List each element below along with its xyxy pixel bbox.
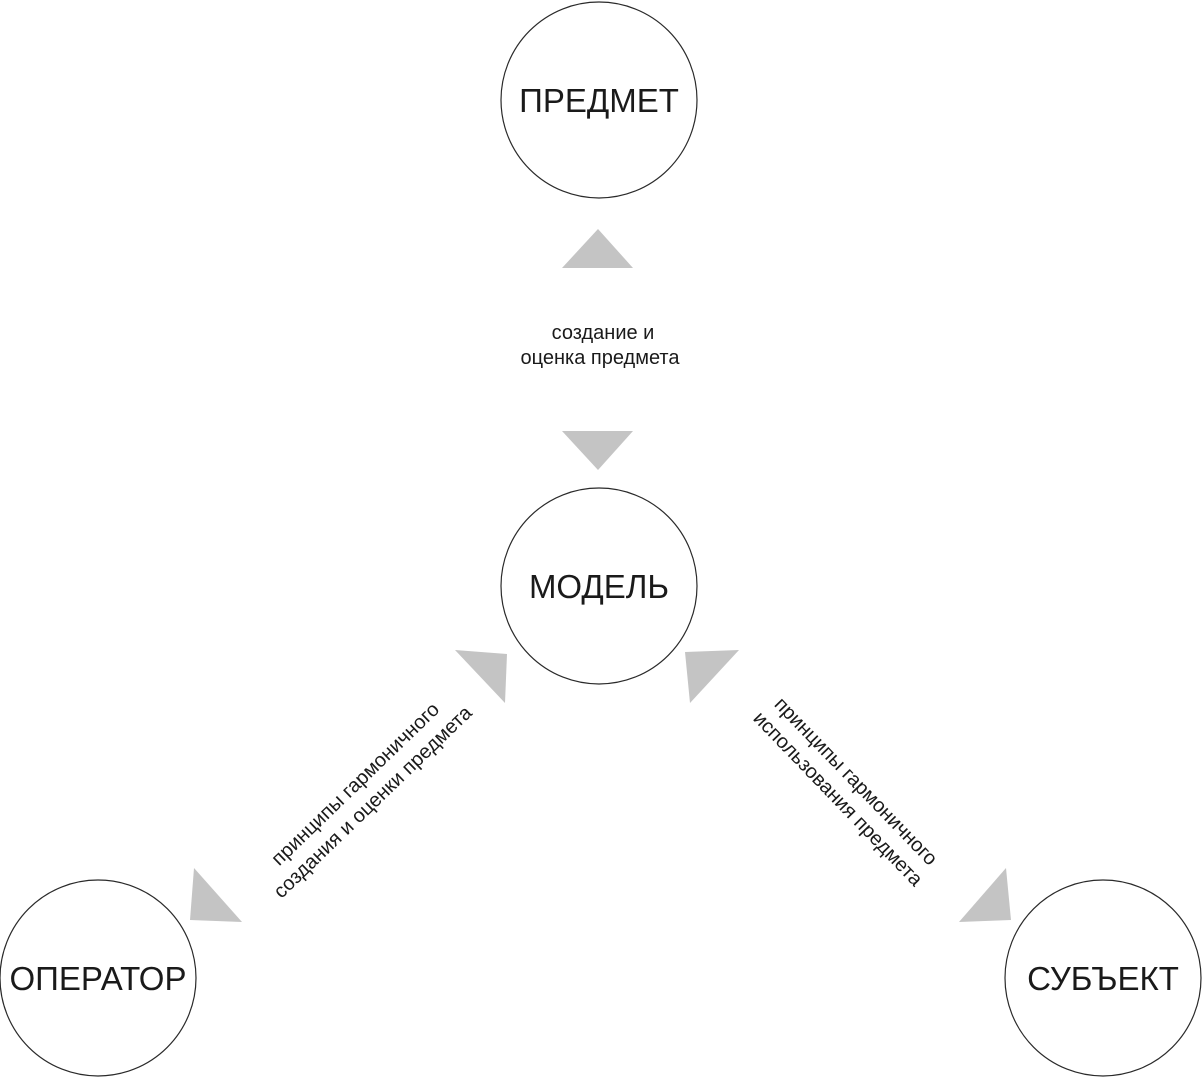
- edge-subject-model: принципы гармоничного использования пред…: [685, 650, 1011, 922]
- node-model-label: МОДЕЛЬ: [529, 568, 669, 605]
- edge-operator-model-label-line1: принципы гармоничного: [267, 699, 444, 871]
- node-subject-label: СУБЪЕКТ: [1027, 960, 1179, 997]
- node-subject: СУБЪЕКТ: [1004, 879, 1202, 1077]
- node-model-circle: [500, 487, 698, 685]
- arrowhead-up-to-predmet: [562, 229, 633, 268]
- node-model: МОДЕЛЬ: [500, 487, 698, 685]
- arrowhead-to-operator: [190, 868, 242, 922]
- edge-predmet-model-label-line2: оценка предмета: [521, 347, 681, 369]
- node-operator: ОПЕРАТОР: [0, 879, 197, 1077]
- arrowhead-to-model-left: [455, 650, 507, 703]
- edge-operator-model-label-line2: создания и оценки предмета: [270, 701, 478, 903]
- arrowhead-to-model-right: [685, 650, 739, 703]
- edge-subject-model-label-line1: принципы гармоничного: [770, 693, 942, 870]
- arrowhead-to-subject: [959, 868, 1011, 922]
- edge-predmet-model-label-line1: создание и: [552, 322, 655, 344]
- node-subject-circle: [1004, 879, 1202, 1077]
- arrowhead-down-to-model: [562, 431, 633, 470]
- edge-predmet-model: создание и оценка предмета: [521, 229, 681, 470]
- node-predmet-label: ПРЕДМЕТ: [519, 82, 679, 119]
- node-operator-circle: [0, 879, 197, 1077]
- node-operator-label: ОПЕРАТОР: [10, 960, 187, 997]
- node-predmet-circle: [500, 1, 698, 199]
- node-predmet: ПРЕДМЕТ: [500, 1, 698, 199]
- edge-operator-model: принципы гармоничного создания и оценки …: [190, 650, 507, 922]
- edge-subject-model-label-line2: использования предмета: [749, 707, 928, 891]
